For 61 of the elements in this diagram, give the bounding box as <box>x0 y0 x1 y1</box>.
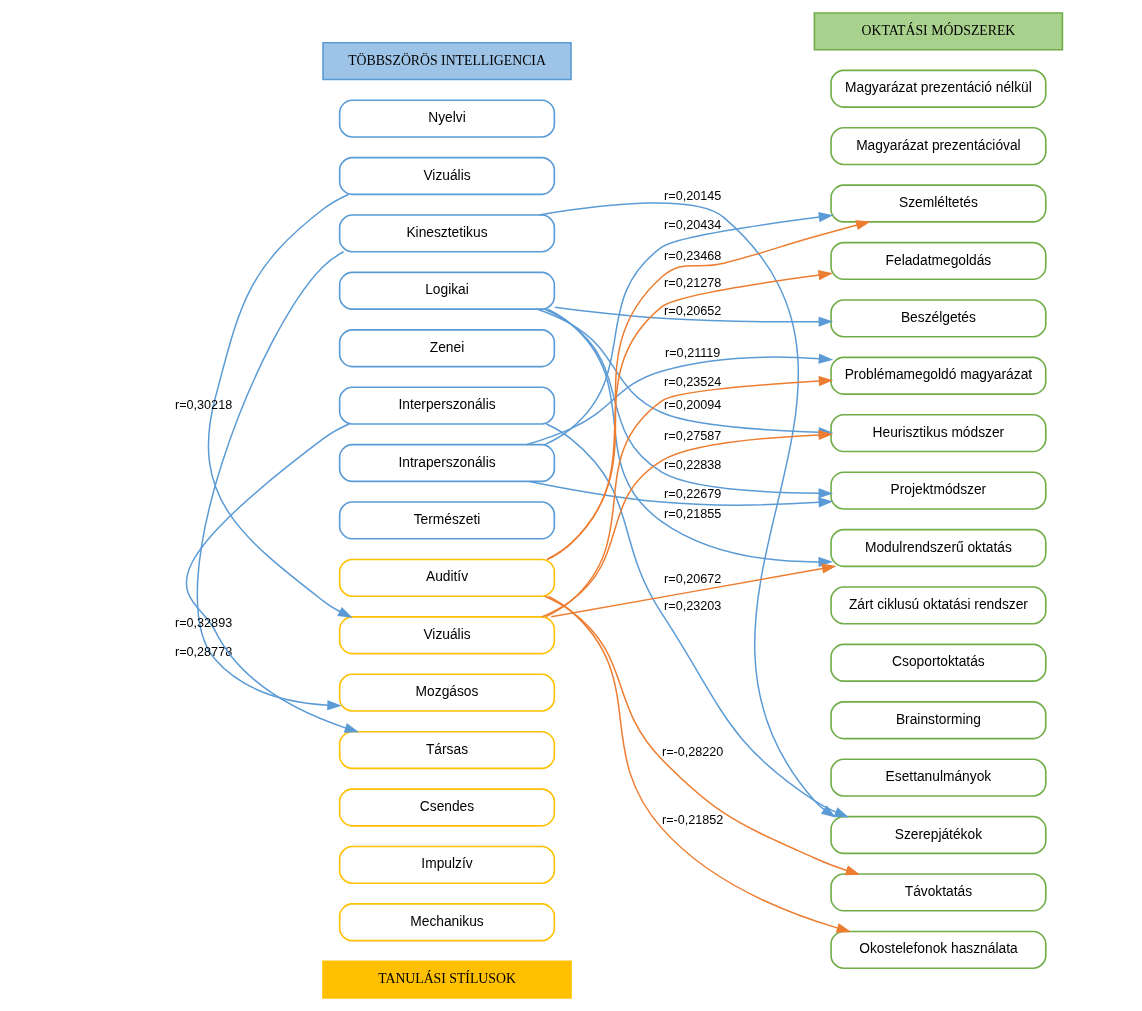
node-box: Magyarázat prezentáció nélkül <box>830 69 1047 108</box>
arrow <box>528 480 834 508</box>
edge-label: r=0,21119 <box>665 346 721 361</box>
node-box: Feladatmegoldás <box>830 241 1047 281</box>
arrow <box>186 423 360 733</box>
node-box: Szemléltetés <box>830 184 1047 223</box>
edge-label: r=-0,28220 <box>662 744 724 759</box>
edge-label: r=0,30218 <box>175 397 233 412</box>
node-box: Modulrendszerű oktatás <box>830 528 1047 568</box>
edge-label: r=-0,21852 <box>662 813 724 828</box>
edge-label: r=0,23524 <box>664 374 722 389</box>
node-box: Beszélgetés <box>830 299 1047 338</box>
edge-label: r=0,22679 <box>664 487 722 502</box>
edge-label: r=0,20672 <box>664 572 722 587</box>
edge-label: r=0,27587 <box>664 428 722 443</box>
arrow <box>545 423 849 818</box>
node-box: Zenei <box>338 329 556 368</box>
node-box: Problémamegoldó magyarázat <box>830 356 1047 395</box>
edge-label: r=0,21278 <box>664 276 722 291</box>
arrow <box>544 595 861 876</box>
node-box: Auditív <box>338 558 556 597</box>
node-box: Impulzív <box>338 845 556 885</box>
node-box: TÖBBSZÖRÖS INTELLIGENCIA <box>322 42 572 81</box>
node-box: Társas <box>338 730 556 770</box>
edge-label: r=0,22838 <box>664 457 722 472</box>
node-box: Szerepjátékok <box>830 815 1047 855</box>
node-box: Brainstorming <box>830 701 1047 740</box>
arrow <box>554 306 834 327</box>
node-box: Nyelvi <box>338 99 556 138</box>
node-box: Intraperszonális <box>338 443 556 483</box>
arrow <box>547 595 852 933</box>
edge-label: r=0,20652 <box>664 303 722 318</box>
node-box: Projektmódszer <box>830 471 1047 510</box>
node-box: Csendes <box>338 788 556 827</box>
node-box: Interperszonális <box>338 386 556 425</box>
node-box: Távoktatás <box>830 873 1047 912</box>
edge-label: r=0,21855 <box>664 506 722 521</box>
node-box: Mozgásos <box>338 673 556 712</box>
node-box: Logikai <box>338 271 556 310</box>
node-box: Zárt ciklusú oktatási rendszer <box>830 586 1047 625</box>
node-box: Esettanulmányok <box>830 758 1047 797</box>
node-box: Kinesztetikus <box>338 214 556 253</box>
edge-label: r=0,23468 <box>664 248 722 263</box>
node-box: OKTATÁSI MÓDSZEREK <box>813 12 1064 51</box>
arrow <box>207 193 353 618</box>
edge-label: r=0,20145 <box>664 188 722 203</box>
edge-label: r=0,23203 <box>664 598 722 613</box>
arrow <box>546 220 871 561</box>
edge-label: r=0,20434 <box>664 217 722 232</box>
node-box: Heurisztikus módszer <box>830 414 1047 453</box>
node-box: Magyarázat prezentációval <box>830 126 1047 166</box>
node-box: Okostelefonok használata <box>830 930 1047 969</box>
node-box: TANULÁSI STÍLUSOK <box>322 960 572 999</box>
node-box: Vizuális <box>338 156 556 196</box>
edge-label: r=0,20094 <box>664 397 722 412</box>
arrow <box>550 563 837 618</box>
arrow <box>197 251 345 711</box>
node-box: Vizuális <box>338 616 556 655</box>
node-box: Mechanikus <box>338 903 556 942</box>
node-box: Természeti <box>338 501 556 540</box>
node-box: Csoportoktatás <box>830 643 1047 682</box>
